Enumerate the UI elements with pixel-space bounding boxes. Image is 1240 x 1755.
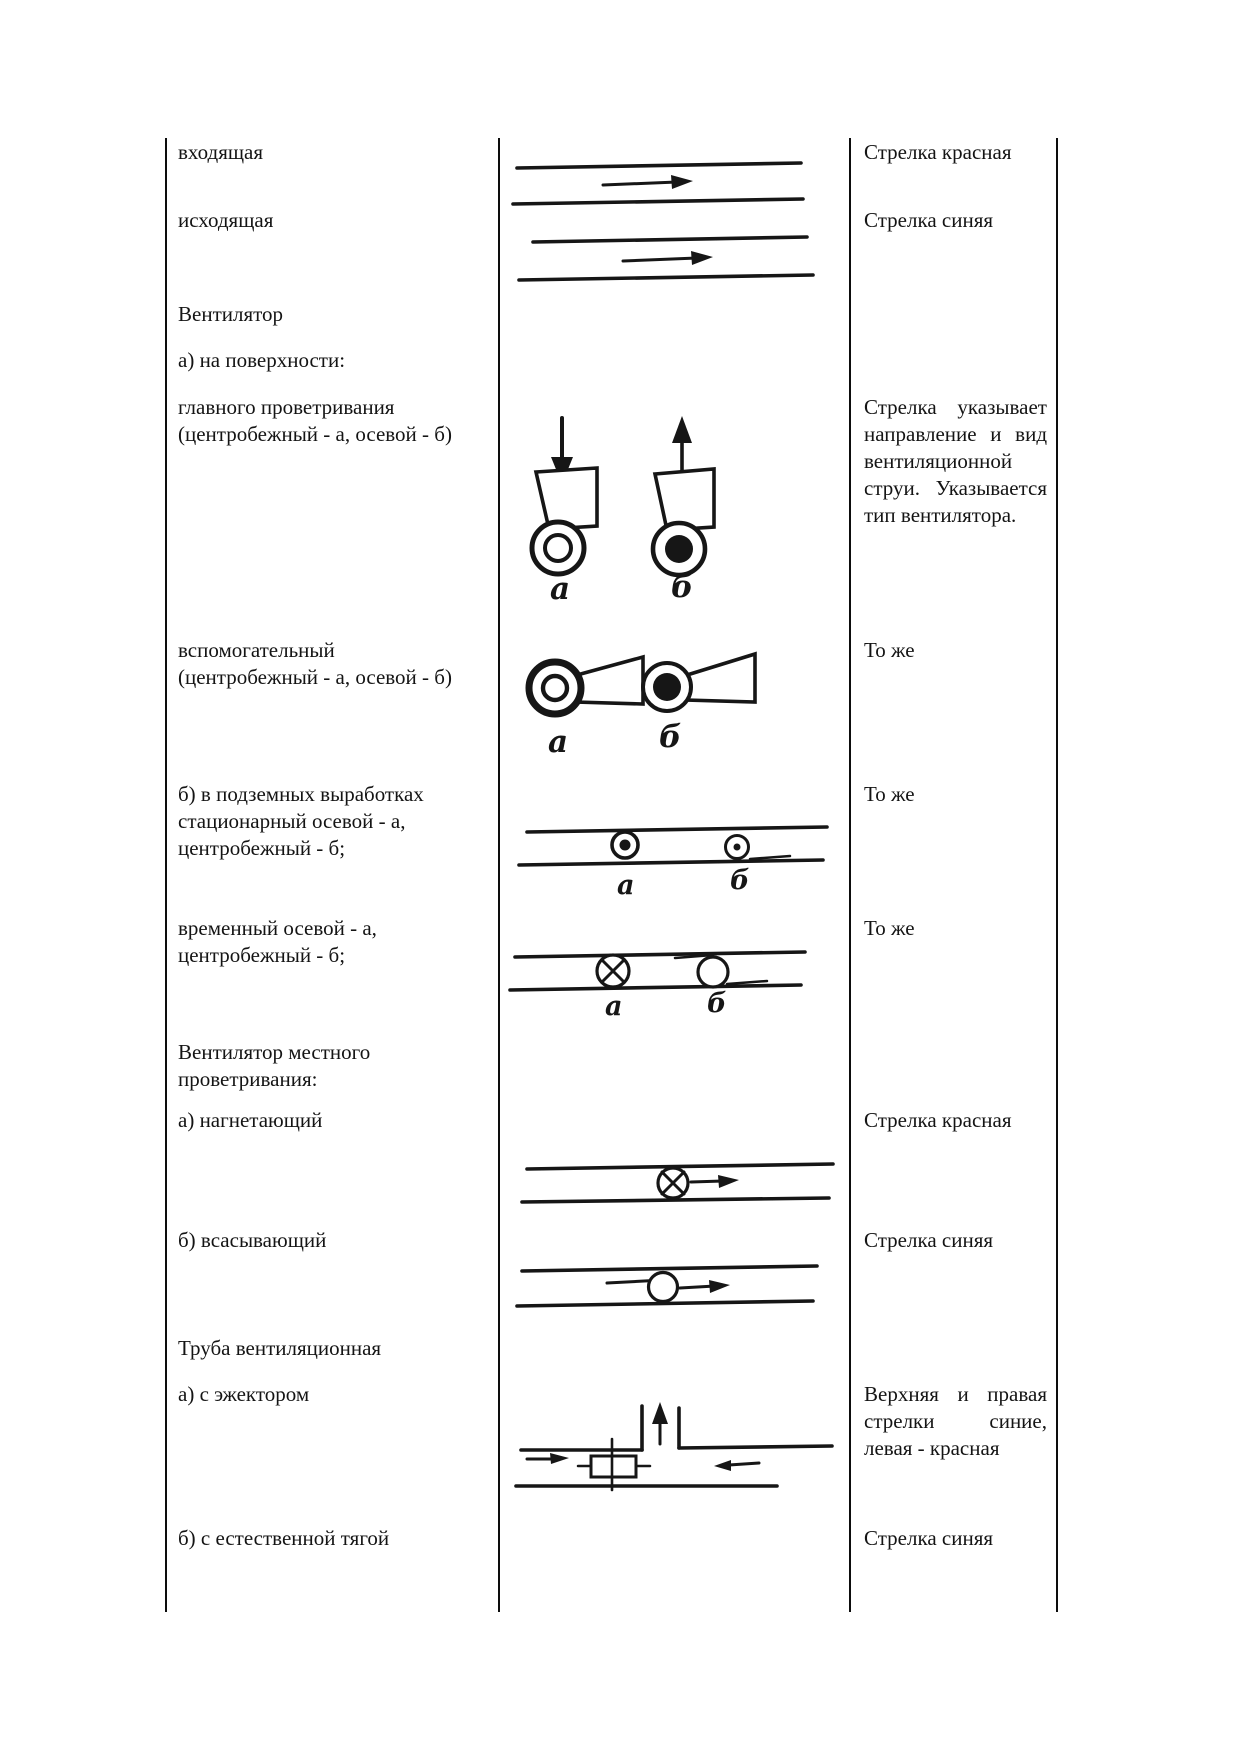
row-note-arrow-direction: Стрелка указывает направление и вид вент… (864, 395, 1047, 527)
row-label-auxiliary: вспомогательный (центробежный - а, осево… (178, 638, 452, 689)
table-border-right (1056, 138, 1058, 1612)
row-note-blue-arrow-1: Стрелка синяя (864, 208, 994, 232)
local-forcing-fan-symbol (520, 1162, 835, 1204)
row-label-underground: б) в подземных выработках стационарный о… (178, 782, 424, 860)
row-label-main-vent: главного проветривания (центробежный - а… (178, 395, 452, 446)
row-note-blue-arrow-3: Стрелка синяя (864, 1526, 994, 1550)
auxiliary-fan-symbols: а б (525, 651, 757, 760)
row-label-incoming: входящая (178, 140, 264, 164)
row-label-on-surface: а) на поверхности: (178, 348, 346, 372)
main-fan-symbols: а б (529, 416, 716, 607)
fan-a-label: а (548, 724, 568, 760)
row-note-same-1: То же (864, 638, 915, 662)
outgoing-airstream-symbol (517, 235, 815, 282)
fan-b-label: б (707, 988, 727, 1018)
fan-b-label: б (671, 569, 693, 605)
row-label-forcing: а) нагнетающий (178, 1108, 323, 1132)
row-label-local-vent: Вентилятор местного проветривания: (178, 1040, 371, 1091)
table-divider-1 (498, 138, 500, 1612)
fan-a-label: а (550, 571, 570, 607)
fan-b-label: б (730, 865, 750, 896)
vent-pipe-ejector-symbol (514, 1402, 834, 1492)
row-note-ejector-arrows: Верхняя и правая стрелки синие, левая - … (864, 1382, 1047, 1460)
fan-a-label: а (605, 991, 623, 1018)
row-note-blue-arrow-2: Стрелка синяя (864, 1228, 994, 1252)
fan-a-label: а (617, 870, 635, 900)
local-suction-fan-symbol (515, 1264, 819, 1308)
row-label-natural-draft: б) с естественной тягой (178, 1526, 390, 1550)
row-label-vent-pipe: Труба вентиляционная (178, 1336, 382, 1360)
fan-b-label: б (659, 719, 681, 755)
underground-stationary-fan-symbols: а б (517, 825, 829, 900)
row-label-temporary: временный осевой - а, центробежный - б; (178, 916, 377, 967)
row-note-same-3: То же (864, 916, 915, 940)
row-label-with-ejector: а) с эжектором (178, 1382, 310, 1406)
table-border-left (165, 138, 167, 1612)
row-note-red-arrow-2: Стрелка красная (864, 1108, 1012, 1132)
table-divider-2 (849, 138, 851, 1612)
row-note-red-arrow-1: Стрелка красная (864, 140, 1012, 164)
row-label-outgoing: исходящая (178, 208, 274, 232)
row-label-fan: Вентилятор (178, 302, 284, 326)
row-label-suction: б) всасывающий (178, 1228, 327, 1252)
underground-temporary-fan-symbols: а б (508, 950, 807, 1018)
row-note-same-2: То же (864, 782, 915, 806)
incoming-airstream-symbol (511, 161, 805, 206)
